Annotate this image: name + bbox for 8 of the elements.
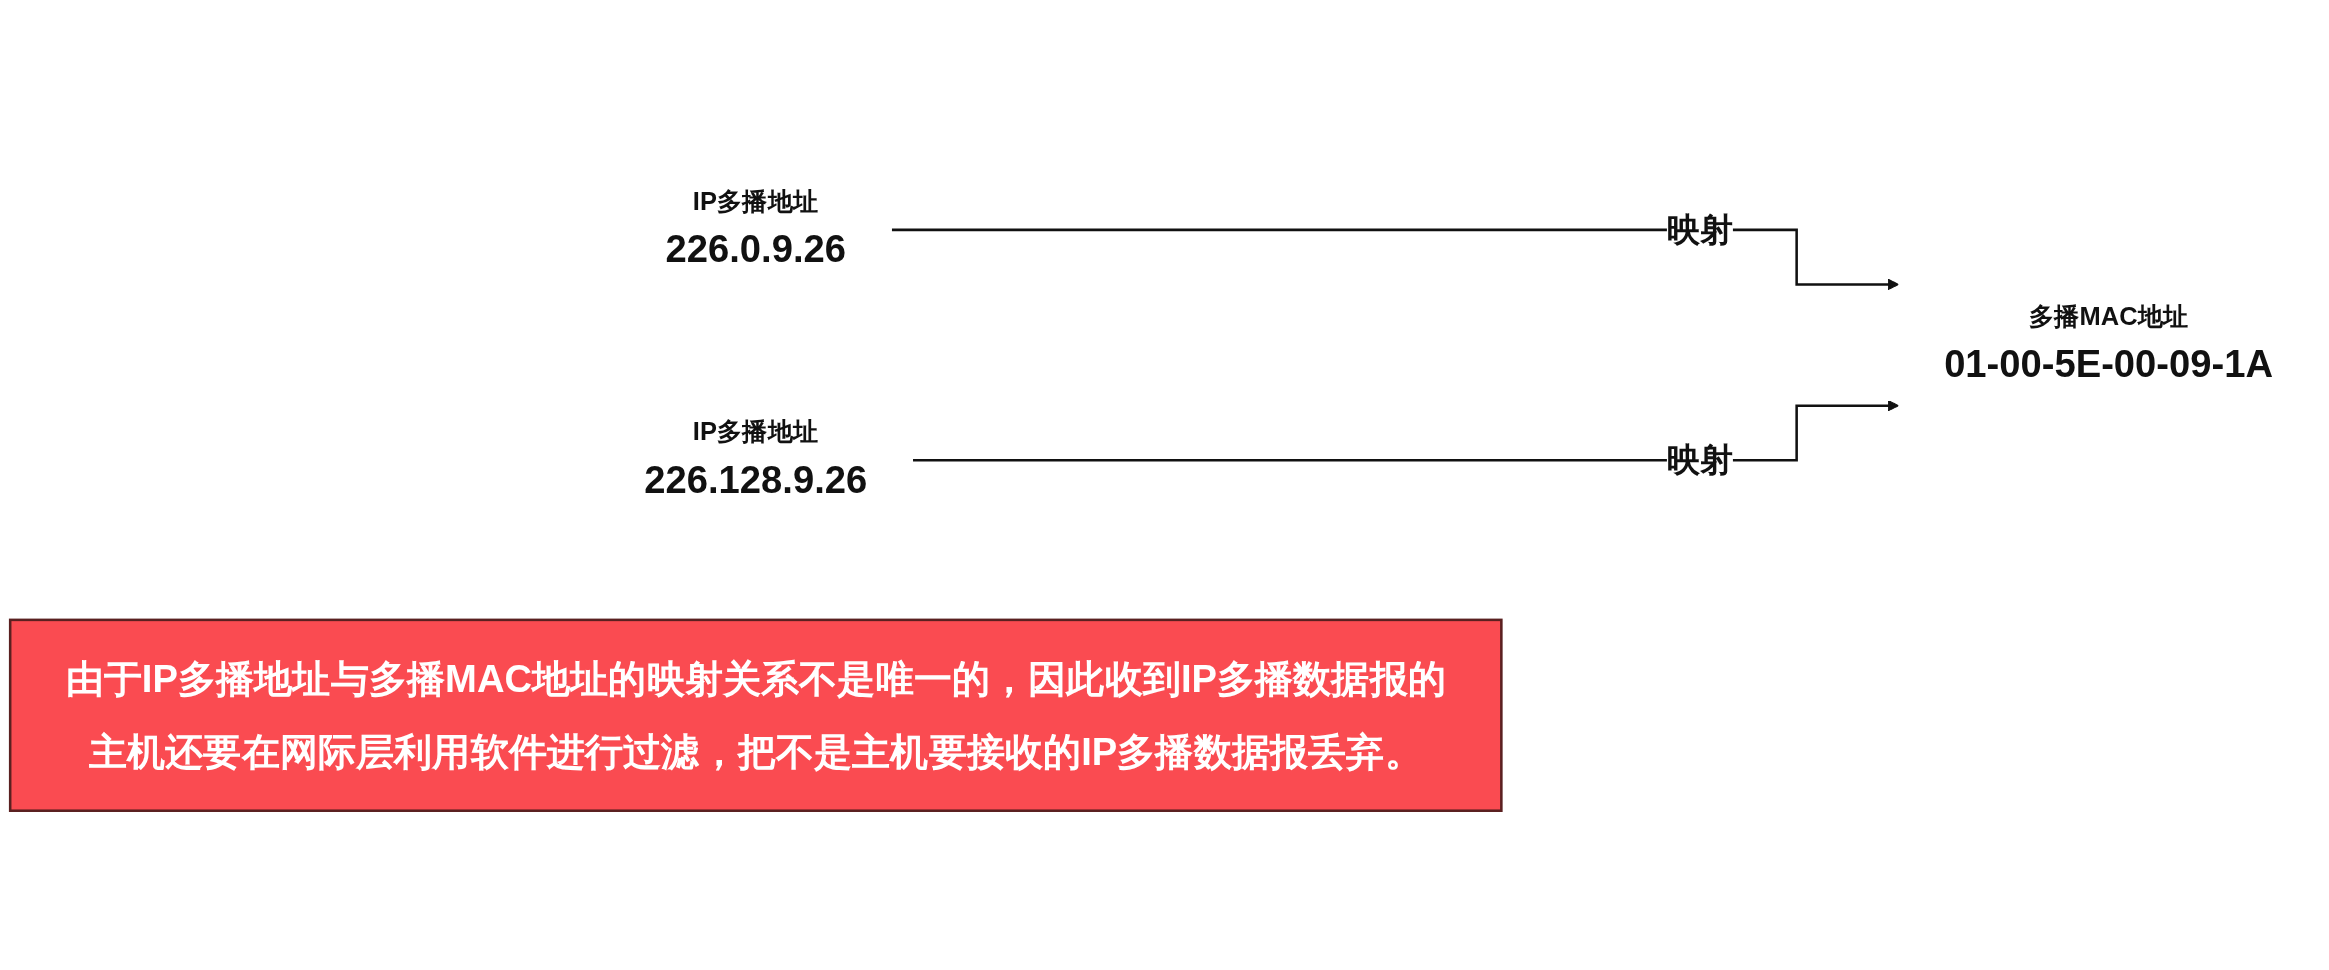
edge-label: 映射: [1666, 440, 1733, 479]
node-text: IP多播地址 226.0.9.26: [665, 187, 846, 270]
arrow: [891, 228, 1900, 291]
node-text: IP多播地址 226.128.9.26: [644, 417, 868, 501]
node-box: 由于IP多播地址与多播MAC地址的映射关系不是唯一的，因此收到IP多播数据报的主机还要在网际层利用软件进行过滤，把不是主机要接收的IP多播数据报丢弃。: [8, 618, 1503, 812]
edge-label: 映射: [1666, 210, 1733, 249]
arrow: [913, 400, 1900, 462]
node-text: 多播MAC地址 01-00-5E-00-09-1A: [1944, 302, 2274, 386]
